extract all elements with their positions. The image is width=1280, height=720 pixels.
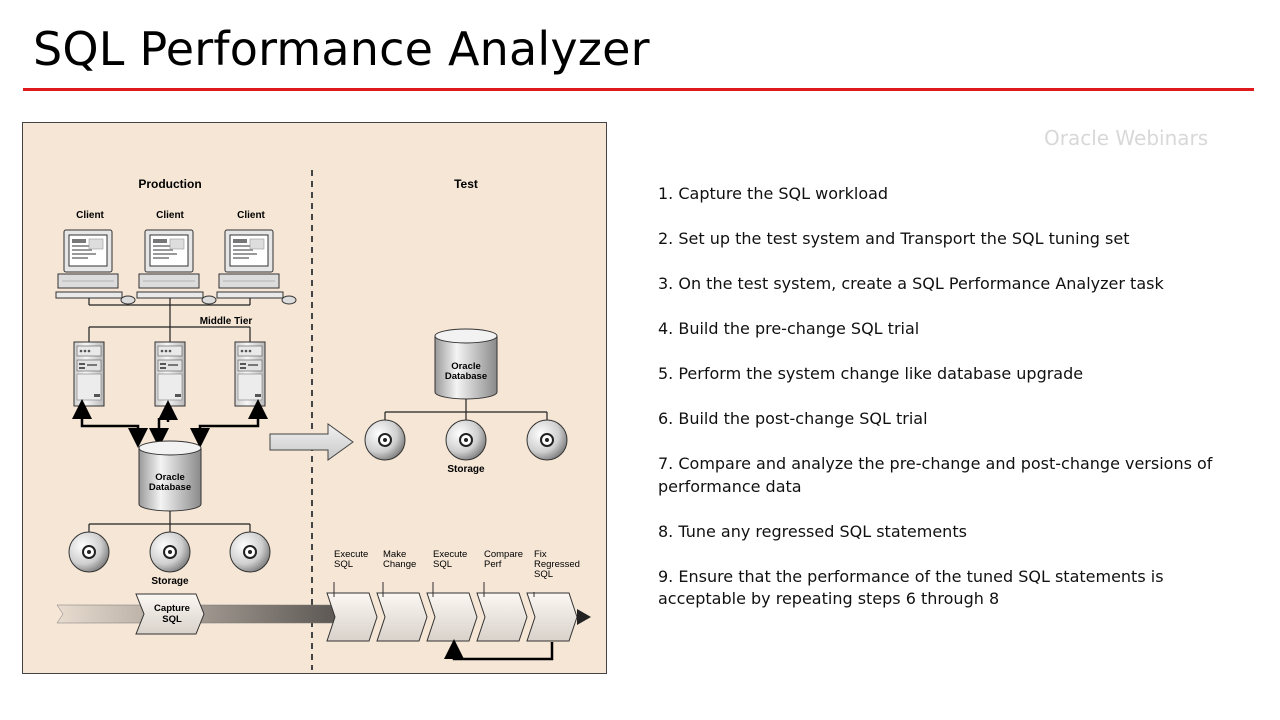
test-database-icon (434, 328, 498, 400)
procedure-step: 1. Capture the SQL workload (658, 184, 889, 203)
procedure-step: 2. Set up the test system and Transport … (658, 229, 1130, 248)
procedure-step: 9. Ensure that the performance of the tu… (658, 566, 1164, 609)
process-step-label: Execute (433, 549, 467, 560)
process-step-label: SQL (334, 559, 353, 570)
production-database-icon (138, 440, 202, 512)
watermark: Oracle Webinars (1044, 126, 1209, 150)
procedure-step: 3. On the test system, create a SQL Perf… (658, 274, 1164, 293)
process-step-label: SQL (534, 569, 553, 580)
middle-tier-network-lines (88, 326, 251, 342)
production-storage-label: Storage (151, 576, 189, 587)
production-disk-icon (229, 531, 271, 573)
test-heading: Test (454, 177, 478, 191)
app-server-icon (154, 341, 186, 407)
page-title: SQL Performance Analyzer (33, 22, 650, 76)
process-step-label: Regressed (534, 559, 580, 570)
client-network-lines (88, 298, 251, 327)
capture-sql-label: Capture (154, 603, 190, 614)
procedure-steps-list: 1. Capture the SQL workload 2. Set up th… (658, 183, 1248, 633)
production-storage-lines (88, 511, 251, 532)
procedure-step: 6. Build the post-change SQL trial (658, 409, 928, 428)
app-server-icon (73, 341, 105, 407)
test-storage-lines (384, 399, 548, 420)
diagram-background (22, 122, 607, 674)
test-disk-icon (364, 419, 406, 461)
title-divider (23, 88, 1254, 91)
capture-sql-step (135, 593, 205, 635)
process-step-label: Perf (484, 559, 502, 570)
app-server-icon (234, 341, 266, 407)
capture-sql-label: SQL (162, 614, 182, 625)
process-step-label: Execute (334, 549, 368, 560)
test-process-chevrons (326, 592, 591, 642)
process-step-label: Make (383, 549, 406, 560)
test-database-label: Database (445, 371, 487, 382)
process-label-ticks (333, 582, 535, 597)
feedback-loop-arrow (444, 639, 554, 661)
middle-tier-label: Middle Tier (200, 316, 253, 327)
production-heading: Production (138, 177, 201, 191)
production-database-label: Database (149, 482, 191, 493)
process-step-label: Fix (534, 549, 547, 560)
test-database-label: Oracle (451, 361, 481, 372)
test-disk-icon (445, 419, 487, 461)
test-storage-label: Storage (447, 464, 485, 475)
procedure-step: 5. Perform the system change like databa… (658, 364, 1084, 383)
procedure-step: 7. Compare and analyze the pre-change an… (658, 454, 1213, 496)
process-step-label: SQL (433, 559, 452, 570)
procedure-step: 8. Tune any regressed SQL statements (658, 521, 967, 541)
test-disk-icon (526, 419, 568, 461)
client-label: Client (237, 210, 265, 221)
process-step-label: Compare (484, 549, 523, 560)
production-database-label: Oracle (155, 472, 185, 483)
production-disk-icon (68, 531, 110, 573)
server-database-connections (72, 399, 268, 448)
procedure-step: 4. Build the pre-change SQL trial (658, 319, 920, 338)
transport-arrow (269, 423, 354, 461)
production-disk-icon (149, 531, 191, 573)
spa-workflow-diagram: Production Test Client Client Client Mid… (22, 122, 607, 674)
process-step-label: Change (383, 559, 416, 570)
client-label: Client (76, 210, 104, 221)
client-label: Client (156, 210, 184, 221)
